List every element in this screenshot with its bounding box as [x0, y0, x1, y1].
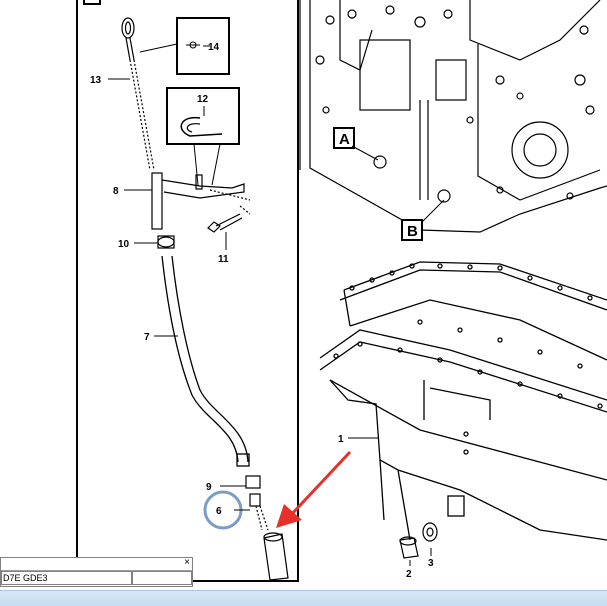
bolt [207, 205, 251, 233]
callout-10: 10 [118, 239, 130, 250]
bracket-assembly [151, 172, 251, 230]
callout-14: 14 [208, 42, 220, 53]
callout-11: 11 [218, 254, 229, 265]
dipstick [121, 17, 155, 171]
tube-end [245, 475, 289, 581]
callout-1: 1 [338, 434, 344, 445]
engine-block [299, 0, 607, 233]
label-box-b [401, 199, 445, 241]
status-bar [0, 590, 607, 606]
label-b: B [407, 223, 418, 240]
oil-pan [319, 261, 607, 541]
detail-box-12 [166, 87, 240, 186]
callout-12: 12 [197, 94, 209, 105]
callout-13: 13 [90, 75, 102, 86]
mini-window: × D7E GDE3 [0, 557, 193, 587]
callout-7: 7 [144, 332, 150, 343]
close-icon[interactable]: × [184, 557, 190, 568]
callout-6: 6 [216, 506, 222, 517]
callout-2: 2 [406, 569, 412, 580]
callout-9: 9 [206, 482, 212, 493]
callout-8: 8 [113, 186, 119, 197]
guide-tube [161, 255, 250, 467]
red-arrow [276, 450, 352, 528]
part-code-field[interactable]: D7E GDE3 [1, 571, 132, 585]
callout-3: 3 [428, 558, 434, 569]
clamp-10 [157, 235, 175, 249]
mini-window-titlebar: × [1, 557, 192, 571]
drain-plug [399, 536, 419, 559]
secondary-field[interactable] [132, 571, 192, 585]
label-a: A [339, 131, 350, 148]
label-box-a [333, 127, 379, 161]
washer [422, 522, 438, 542]
parts-diagram: 13 14 12 8 10 11 7 9 6 1 2 3 A B [76, 0, 607, 582]
leader-lines [108, 45, 432, 566]
